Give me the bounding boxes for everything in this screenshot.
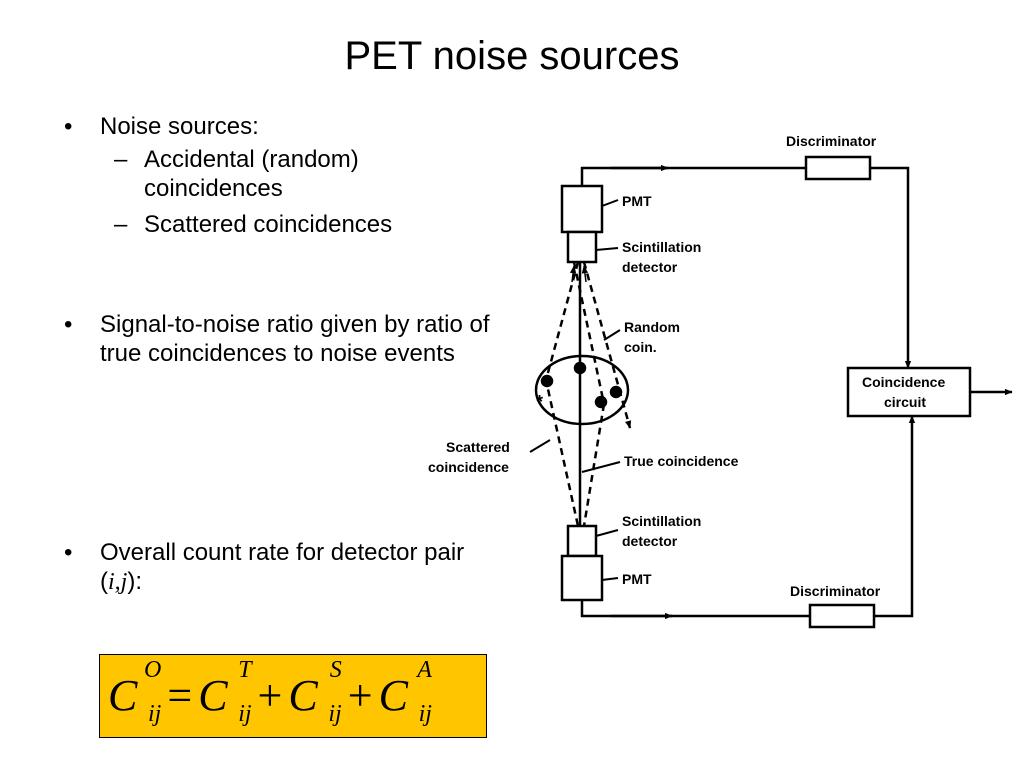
scattered-coincidence-path (544, 261, 580, 527)
pmt-top-label: PMT (622, 193, 652, 209)
sub-item-text: Scattered coincidences (144, 211, 393, 238)
term-base: C (378, 671, 408, 720)
detector-pair-indices: i,j (108, 569, 128, 595)
scintillation-top-label-1: Scintillation (622, 239, 701, 255)
bullet-glyph: • (64, 113, 73, 140)
sub-item-text: Accidental (random) coincidences (144, 146, 359, 202)
random-coincidence-path-3 (582, 403, 606, 527)
equals-sign: = (167, 671, 193, 720)
term-subscript: ij (238, 701, 252, 727)
random-coin-label-2: coin. (624, 339, 657, 355)
bullet-text: Overall count rate for detector pair ( (100, 539, 465, 595)
discriminator-top-box (804, 155, 872, 181)
photon-arrow-a (569, 265, 577, 283)
true-coincidence-label: True coincidence (624, 453, 739, 469)
bullet-count-rate: • Overall count rate for detector pair (… (64, 538, 504, 597)
random-coincidence-path-1 (582, 261, 632, 429)
top-discriminator-wire (870, 166, 912, 369)
scintillation-bottom-label-2: detector (622, 533, 678, 549)
coincidence-circuit-box (846, 366, 972, 418)
photon-arrow-b (581, 265, 589, 283)
random-coin-label-1: Random (624, 319, 680, 335)
scintillation-detector-top (566, 230, 598, 264)
term-superscript: T (238, 657, 252, 683)
leader-pmt-bottom (601, 577, 619, 581)
source-dot-3 (594, 395, 608, 409)
term-base: C (198, 671, 228, 720)
pmt-top-box (560, 184, 604, 234)
term-base: C (108, 671, 138, 720)
scintillation-detector-bottom (566, 524, 598, 558)
source-dot-2 (573, 361, 587, 375)
term-subscript: ij (148, 701, 162, 727)
discriminator-bottom-label: Discriminator (790, 583, 881, 599)
scattered-coincidence-label-1: Scattered (446, 439, 510, 455)
bottom-signal-wire (580, 598, 810, 618)
bullet-text-end: ): (127, 568, 143, 595)
leader-pmt-top (601, 199, 619, 207)
term-superscript: S (329, 657, 342, 683)
term-superscript: O (144, 657, 162, 683)
leader-scattered (529, 439, 551, 453)
leader-scint-top (595, 247, 619, 251)
term-subscript: ij (328, 701, 342, 727)
patient-outline (534, 354, 630, 426)
source-dot-1 (540, 374, 554, 388)
source-dot-4 (609, 385, 623, 399)
sub-item-accidental: – Accidental (random) coincidences (64, 145, 504, 203)
pmt-bottom-box (560, 554, 604, 602)
discriminator-bottom-box (808, 603, 876, 629)
scatter-asterisk: * (536, 392, 543, 412)
bottom-discriminator-wire (874, 415, 916, 618)
top-signal-wire (580, 166, 806, 186)
bullet-text: Signal-to-noise ratio given by ratio of … (100, 311, 490, 367)
term-subscript: ij (418, 701, 432, 727)
sub-item-scattered: – Scattered coincidences (64, 210, 504, 239)
scattered-coincidence-label-2: coincidence (428, 459, 509, 475)
bullet-glyph: • (64, 311, 73, 338)
bullet-noise-sources: • Noise sources: – Accidental (random) c… (64, 112, 504, 239)
dash-glyph: – (114, 211, 128, 238)
leader-random (603, 329, 621, 341)
scintillation-bottom-label-1: Scintillation (622, 513, 701, 529)
leader-scint-bottom (595, 529, 619, 537)
dash-glyph: – (114, 146, 128, 173)
bullet-text: Noise sources: (100, 113, 259, 140)
bullet-glyph: • (64, 539, 73, 566)
term-superscript: A (417, 657, 432, 683)
coincidence-circuit-label-1: Coincidence (862, 374, 945, 390)
plus-sign: + (257, 671, 283, 720)
plus-sign: + (347, 671, 373, 720)
scintillation-top-label-2: detector (622, 259, 678, 275)
term-base: C (288, 671, 318, 720)
random-coincidence-path-2 (572, 261, 606, 405)
leader-true (581, 461, 621, 473)
bullet-snr: • Signal-to-noise ratio given by ratio o… (64, 310, 504, 368)
discriminator-top-label: Discriminator (786, 133, 877, 149)
slide-title: PET noise sources (344, 34, 680, 78)
coincidence-circuit-label-2: circuit (884, 394, 926, 410)
pmt-bottom-label: PMT (622, 571, 652, 587)
